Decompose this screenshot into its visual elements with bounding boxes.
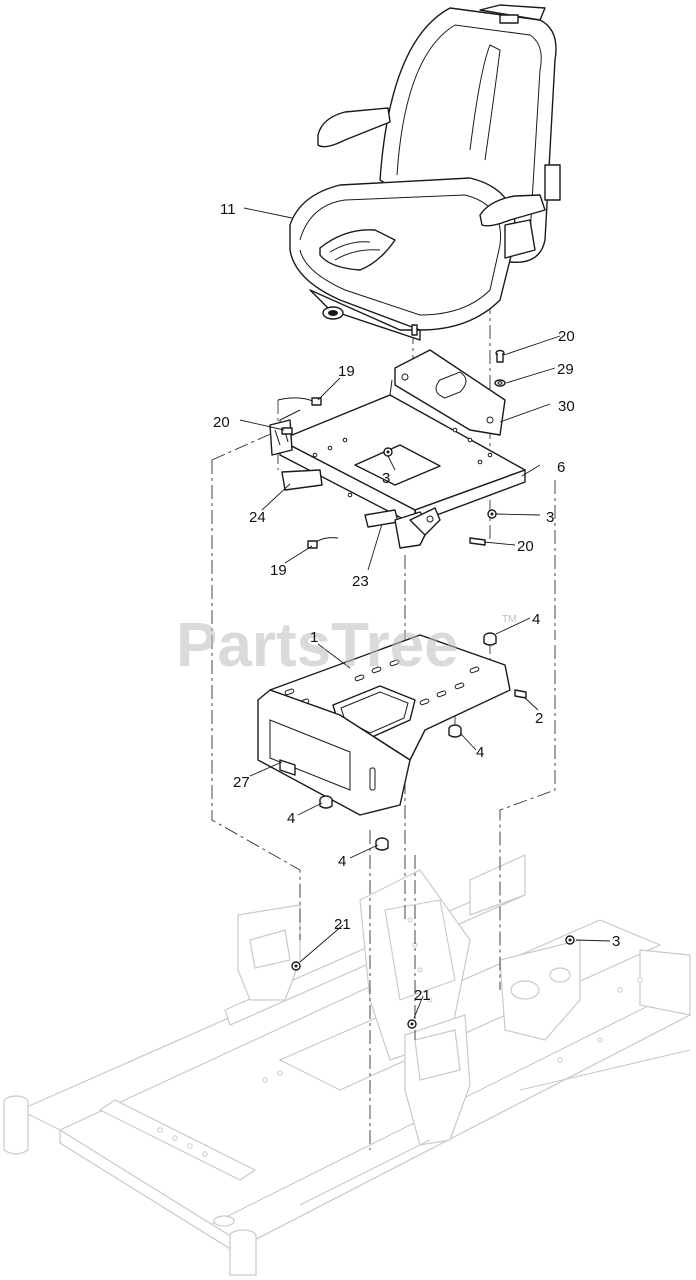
seat-shield-27 xyxy=(257,689,411,816)
callout-19-bottom: 19 xyxy=(270,562,287,579)
watermark-text: PartsTree xyxy=(176,611,459,680)
callout-19-top: 19 xyxy=(338,363,355,380)
callout-11: 11 xyxy=(220,201,236,218)
callout-27: 27 xyxy=(233,774,250,791)
callout-3-right: 3 xyxy=(546,509,554,526)
seat-mount-plate-6 xyxy=(269,379,526,549)
nut-4-left xyxy=(319,795,333,809)
fastener-3-nut-top xyxy=(383,447,393,457)
callout-20-left: 20 xyxy=(213,414,230,431)
nut-4-mid xyxy=(448,724,462,738)
callout-2: 2 xyxy=(535,710,543,727)
fastener-21-center xyxy=(407,1019,417,1029)
callout-21-left: 21 xyxy=(334,916,351,933)
leader-lines xyxy=(239,207,611,1019)
callout-4-top: 4 xyxy=(532,611,540,628)
callout-20-top: 20 xyxy=(558,328,575,345)
callout-6: 6 xyxy=(557,459,565,476)
callout-23: 23 xyxy=(352,573,369,590)
callout-4-bottom: 4 xyxy=(338,853,346,870)
fastener-21-left xyxy=(291,961,301,971)
fastener-2-bolt xyxy=(514,689,527,699)
watermark-trademark: TM xyxy=(502,614,516,625)
latch-19-bottom xyxy=(307,537,339,549)
fastener-4-nuts xyxy=(319,632,497,851)
nut-4-bottom xyxy=(375,837,389,851)
fastener-29-washer xyxy=(494,379,506,387)
seat-assembly xyxy=(289,4,561,341)
callout-1: 1 xyxy=(310,629,318,646)
callout-3-center: 3 xyxy=(382,470,390,487)
fastener-20-bolt xyxy=(495,349,505,363)
fastener-20-bolt-left xyxy=(281,427,293,435)
callout-21-center: 21 xyxy=(414,987,431,1004)
partstree-watermark: PartsTree TM xyxy=(176,611,516,680)
nut-4-top-right xyxy=(483,632,497,646)
fastener-3-frame-right xyxy=(565,935,575,945)
callout-3-frame: 3 xyxy=(612,933,620,950)
fastener-20-bolt-lower xyxy=(469,537,486,546)
seat-plate-30 xyxy=(394,349,506,436)
callout-4-mid: 4 xyxy=(476,744,484,761)
fastener-3-nut-right xyxy=(487,509,497,519)
callout-20-lower: 20 xyxy=(517,538,534,555)
mower-frame xyxy=(3,854,692,1276)
callout-29: 29 xyxy=(557,361,574,378)
callout-30: 30 xyxy=(558,398,575,415)
callout-4-left: 4 xyxy=(287,810,295,827)
latch-19-top xyxy=(277,397,322,406)
callout-24: 24 xyxy=(249,509,266,526)
callout-labels: 11 20 29 19 20 30 6 3 3 24 20 19 23 4 1 … xyxy=(213,201,620,1004)
alignment-lines xyxy=(211,300,556,1150)
